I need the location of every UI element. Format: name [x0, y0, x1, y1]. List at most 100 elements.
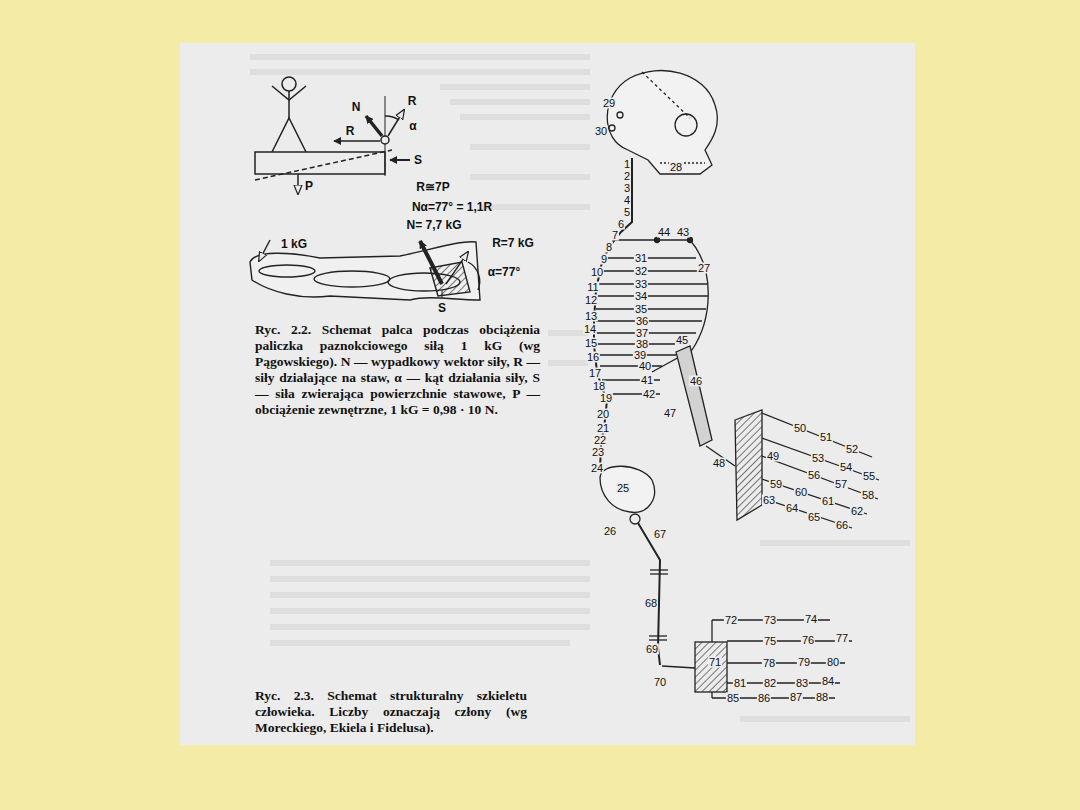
callout-number: 41 — [640, 375, 654, 386]
skeleton-scheme — [609, 125, 615, 131]
callout-number: 46 — [689, 376, 703, 387]
force-label: R≅7P — [416, 181, 449, 194]
callout-number: 80 — [826, 657, 840, 668]
faint-background-text — [480, 204, 590, 210]
faint-background-text — [270, 576, 590, 582]
callout-number: 24 — [590, 463, 604, 474]
callout-number: 32 — [634, 266, 648, 277]
callout-number: 67 — [653, 529, 667, 540]
callout-number: 11 — [586, 282, 599, 293]
faint-background-text — [740, 716, 910, 722]
callout-number: 85 — [726, 693, 740, 704]
lever-scheme — [390, 159, 410, 161]
callout-number: 83 — [795, 678, 809, 689]
callout-number: 81 — [733, 678, 747, 689]
callout-number: 79 — [797, 657, 811, 668]
finger-drawing — [259, 240, 270, 261]
faint-background-text — [460, 114, 590, 120]
callout-number: 63 — [762, 495, 776, 506]
scanned-page — [180, 43, 915, 745]
lever-scheme — [288, 91, 290, 118]
callout-number: 52 — [845, 444, 859, 455]
lever-scheme — [366, 116, 382, 136]
callout-number: 56 — [807, 470, 821, 481]
skeleton-scheme — [612, 240, 708, 372]
lever-scheme — [381, 136, 389, 144]
callout-number: 26 — [603, 526, 617, 537]
callout-number: 62 — [850, 506, 864, 517]
skeleton-scheme — [638, 523, 660, 665]
callout-number: 15 — [584, 338, 598, 349]
lever-scheme — [255, 150, 392, 180]
skeleton-scheme — [676, 346, 712, 446]
callout-number: 22 — [593, 435, 607, 446]
callout-number: 47 — [663, 408, 677, 419]
faint-background-text — [270, 624, 590, 630]
skeleton-scheme — [649, 639, 667, 640]
finger-drawing — [442, 290, 443, 298]
lever-scheme — [385, 116, 399, 120]
callout-number: 60 — [794, 487, 808, 498]
force-label: R — [346, 125, 355, 138]
callout-number: 2 — [623, 171, 631, 182]
callout-number: 75 — [763, 636, 777, 647]
callout-number: 34 — [634, 291, 648, 302]
callout-number: 1 — [623, 159, 631, 170]
callout-number: 66 — [835, 520, 849, 531]
skeleton-scheme — [711, 692, 712, 698]
skeleton-scheme — [675, 114, 697, 136]
callout-number: 7 — [611, 230, 619, 241]
faint-background-text — [450, 99, 590, 105]
skeleton-scheme — [735, 410, 762, 520]
finger-drawing — [420, 241, 442, 284]
skeleton-scheme — [695, 642, 727, 692]
callout-number: 49 — [766, 451, 780, 462]
force-label: P — [305, 180, 313, 193]
callout-number: 31 — [634, 253, 648, 264]
finger-drawing — [314, 271, 390, 287]
callout-number: 44 — [657, 227, 671, 238]
faint-background-text — [470, 144, 590, 150]
faint-background-text — [270, 560, 590, 566]
callout-number: 86 — [757, 693, 771, 704]
skeleton-scheme — [649, 635, 667, 636]
figure-caption: Ryc. 2.3. Schemat strukturalny szkieletu… — [255, 688, 527, 736]
callout-number: 74 — [804, 614, 818, 625]
finger-drawing — [259, 265, 315, 277]
skeleton-scheme — [596, 308, 706, 309]
callout-number: 59 — [769, 479, 783, 490]
lever-scheme — [282, 77, 296, 91]
callout-number: 73 — [763, 615, 777, 626]
faint-background-text — [760, 540, 910, 546]
force-label: R=7 kG — [492, 237, 534, 250]
callout-number: 58 — [861, 490, 875, 501]
callout-number: 25 — [616, 483, 630, 494]
callout-number: 55 — [862, 471, 876, 482]
callout-number: 39 — [633, 350, 647, 361]
callout-number: 20 — [596, 409, 610, 420]
callout-number: 5 — [623, 207, 631, 218]
callout-number: 36 — [635, 316, 649, 327]
skeleton-scheme — [600, 466, 655, 512]
callout-number: 29 — [602, 98, 616, 109]
skeleton-scheme — [617, 112, 623, 118]
skeleton-scheme — [607, 71, 717, 174]
force-label: α=77° — [488, 266, 521, 279]
callout-number: 12 — [584, 295, 598, 306]
callout-number: 6 — [617, 219, 625, 230]
lever-scheme — [272, 118, 306, 152]
force-label: Nα=77° = 1,1R — [412, 201, 492, 214]
callout-number: 84 — [821, 676, 835, 687]
skeleton-scheme — [630, 514, 640, 524]
callout-number: 27 — [697, 263, 711, 274]
skeleton-scheme — [598, 283, 708, 284]
lever-scheme — [297, 174, 299, 194]
callout-number: 35 — [634, 304, 648, 315]
callout-number: 76 — [801, 635, 815, 646]
figure-caption: Ryc. 2.2. Schemat palca podczas obciążen… — [255, 322, 540, 418]
skeleton-scheme — [604, 257, 696, 258]
skeleton-scheme — [727, 640, 852, 641]
